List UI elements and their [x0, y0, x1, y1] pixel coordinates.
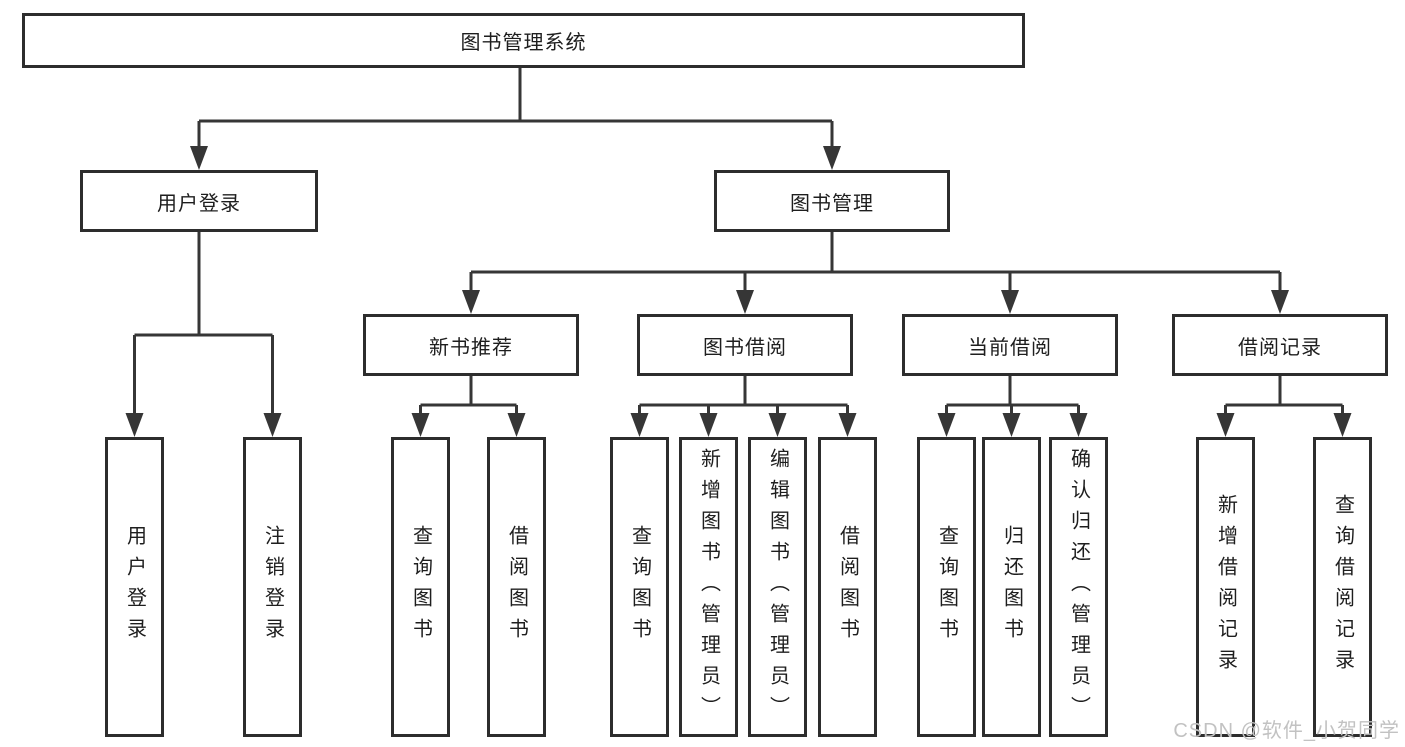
- node-label: 用户登录: [157, 192, 241, 215]
- leaf-borrow-query-books: 查询图书: [610, 437, 669, 737]
- node-label: 归还图书: [1000, 525, 1023, 649]
- leaf-newbook-borrow-books: 借阅图书: [487, 437, 546, 737]
- leaf-return-books: 归还图书: [982, 437, 1041, 737]
- node-new-book-recommend: 新书推荐: [363, 314, 579, 376]
- node-library-management-system: 图书管理系统: [22, 13, 1025, 68]
- leaf-user-login: 用户登录: [105, 437, 164, 737]
- leaf-confirm-return-admin: 确认归还（管理员）: [1049, 437, 1108, 737]
- leaf-edit-books-admin: 编辑图书（管理员）: [748, 437, 807, 737]
- node-label: 新增借阅记录: [1214, 494, 1237, 680]
- leaf-add-books-admin: 新增图书（管理员）: [679, 437, 738, 737]
- node-label: 注销登录: [261, 525, 284, 649]
- leaf-logout: 注销登录: [243, 437, 302, 737]
- node-label: 借阅图书: [836, 525, 859, 649]
- node-label: 借阅记录: [1238, 336, 1322, 359]
- node-label: 编辑图书（管理员）: [766, 447, 789, 727]
- node-label: 查询借阅记录: [1331, 494, 1354, 680]
- node-label: 图书管理: [790, 192, 874, 215]
- node-label: 查询图书: [409, 525, 432, 649]
- node-label: 图书借阅: [703, 336, 787, 359]
- leaf-current-query-books: 查询图书: [917, 437, 976, 737]
- node-label: 借阅图书: [505, 525, 528, 649]
- node-label: 当前借阅: [968, 336, 1052, 359]
- node-label: 新增图书（管理员）: [697, 447, 720, 727]
- node-label: 图书管理系统: [460, 32, 587, 54]
- csdn-watermark: CSDN @软件_小贺同学: [1173, 720, 1400, 742]
- node-book-management: 图书管理: [714, 170, 950, 232]
- node-label: 新书推荐: [429, 336, 513, 359]
- node-label: 用户登录: [123, 525, 146, 649]
- leaf-newbook-query-books: 查询图书: [391, 437, 450, 737]
- node-user-login: 用户登录: [80, 170, 318, 232]
- node-label: 查询图书: [628, 525, 651, 649]
- node-current-borrowing: 当前借阅: [902, 314, 1118, 376]
- leaf-query-borrow-record: 查询借阅记录: [1313, 437, 1372, 737]
- node-label: 确认归还（管理员）: [1067, 447, 1090, 727]
- node-label: 查询图书: [935, 525, 958, 649]
- node-borrowing-records: 借阅记录: [1172, 314, 1388, 376]
- leaf-add-borrow-record: 新增借阅记录: [1196, 437, 1255, 737]
- node-book-borrowing: 图书借阅: [637, 314, 853, 376]
- leaf-borrow-books: 借阅图书: [818, 437, 877, 737]
